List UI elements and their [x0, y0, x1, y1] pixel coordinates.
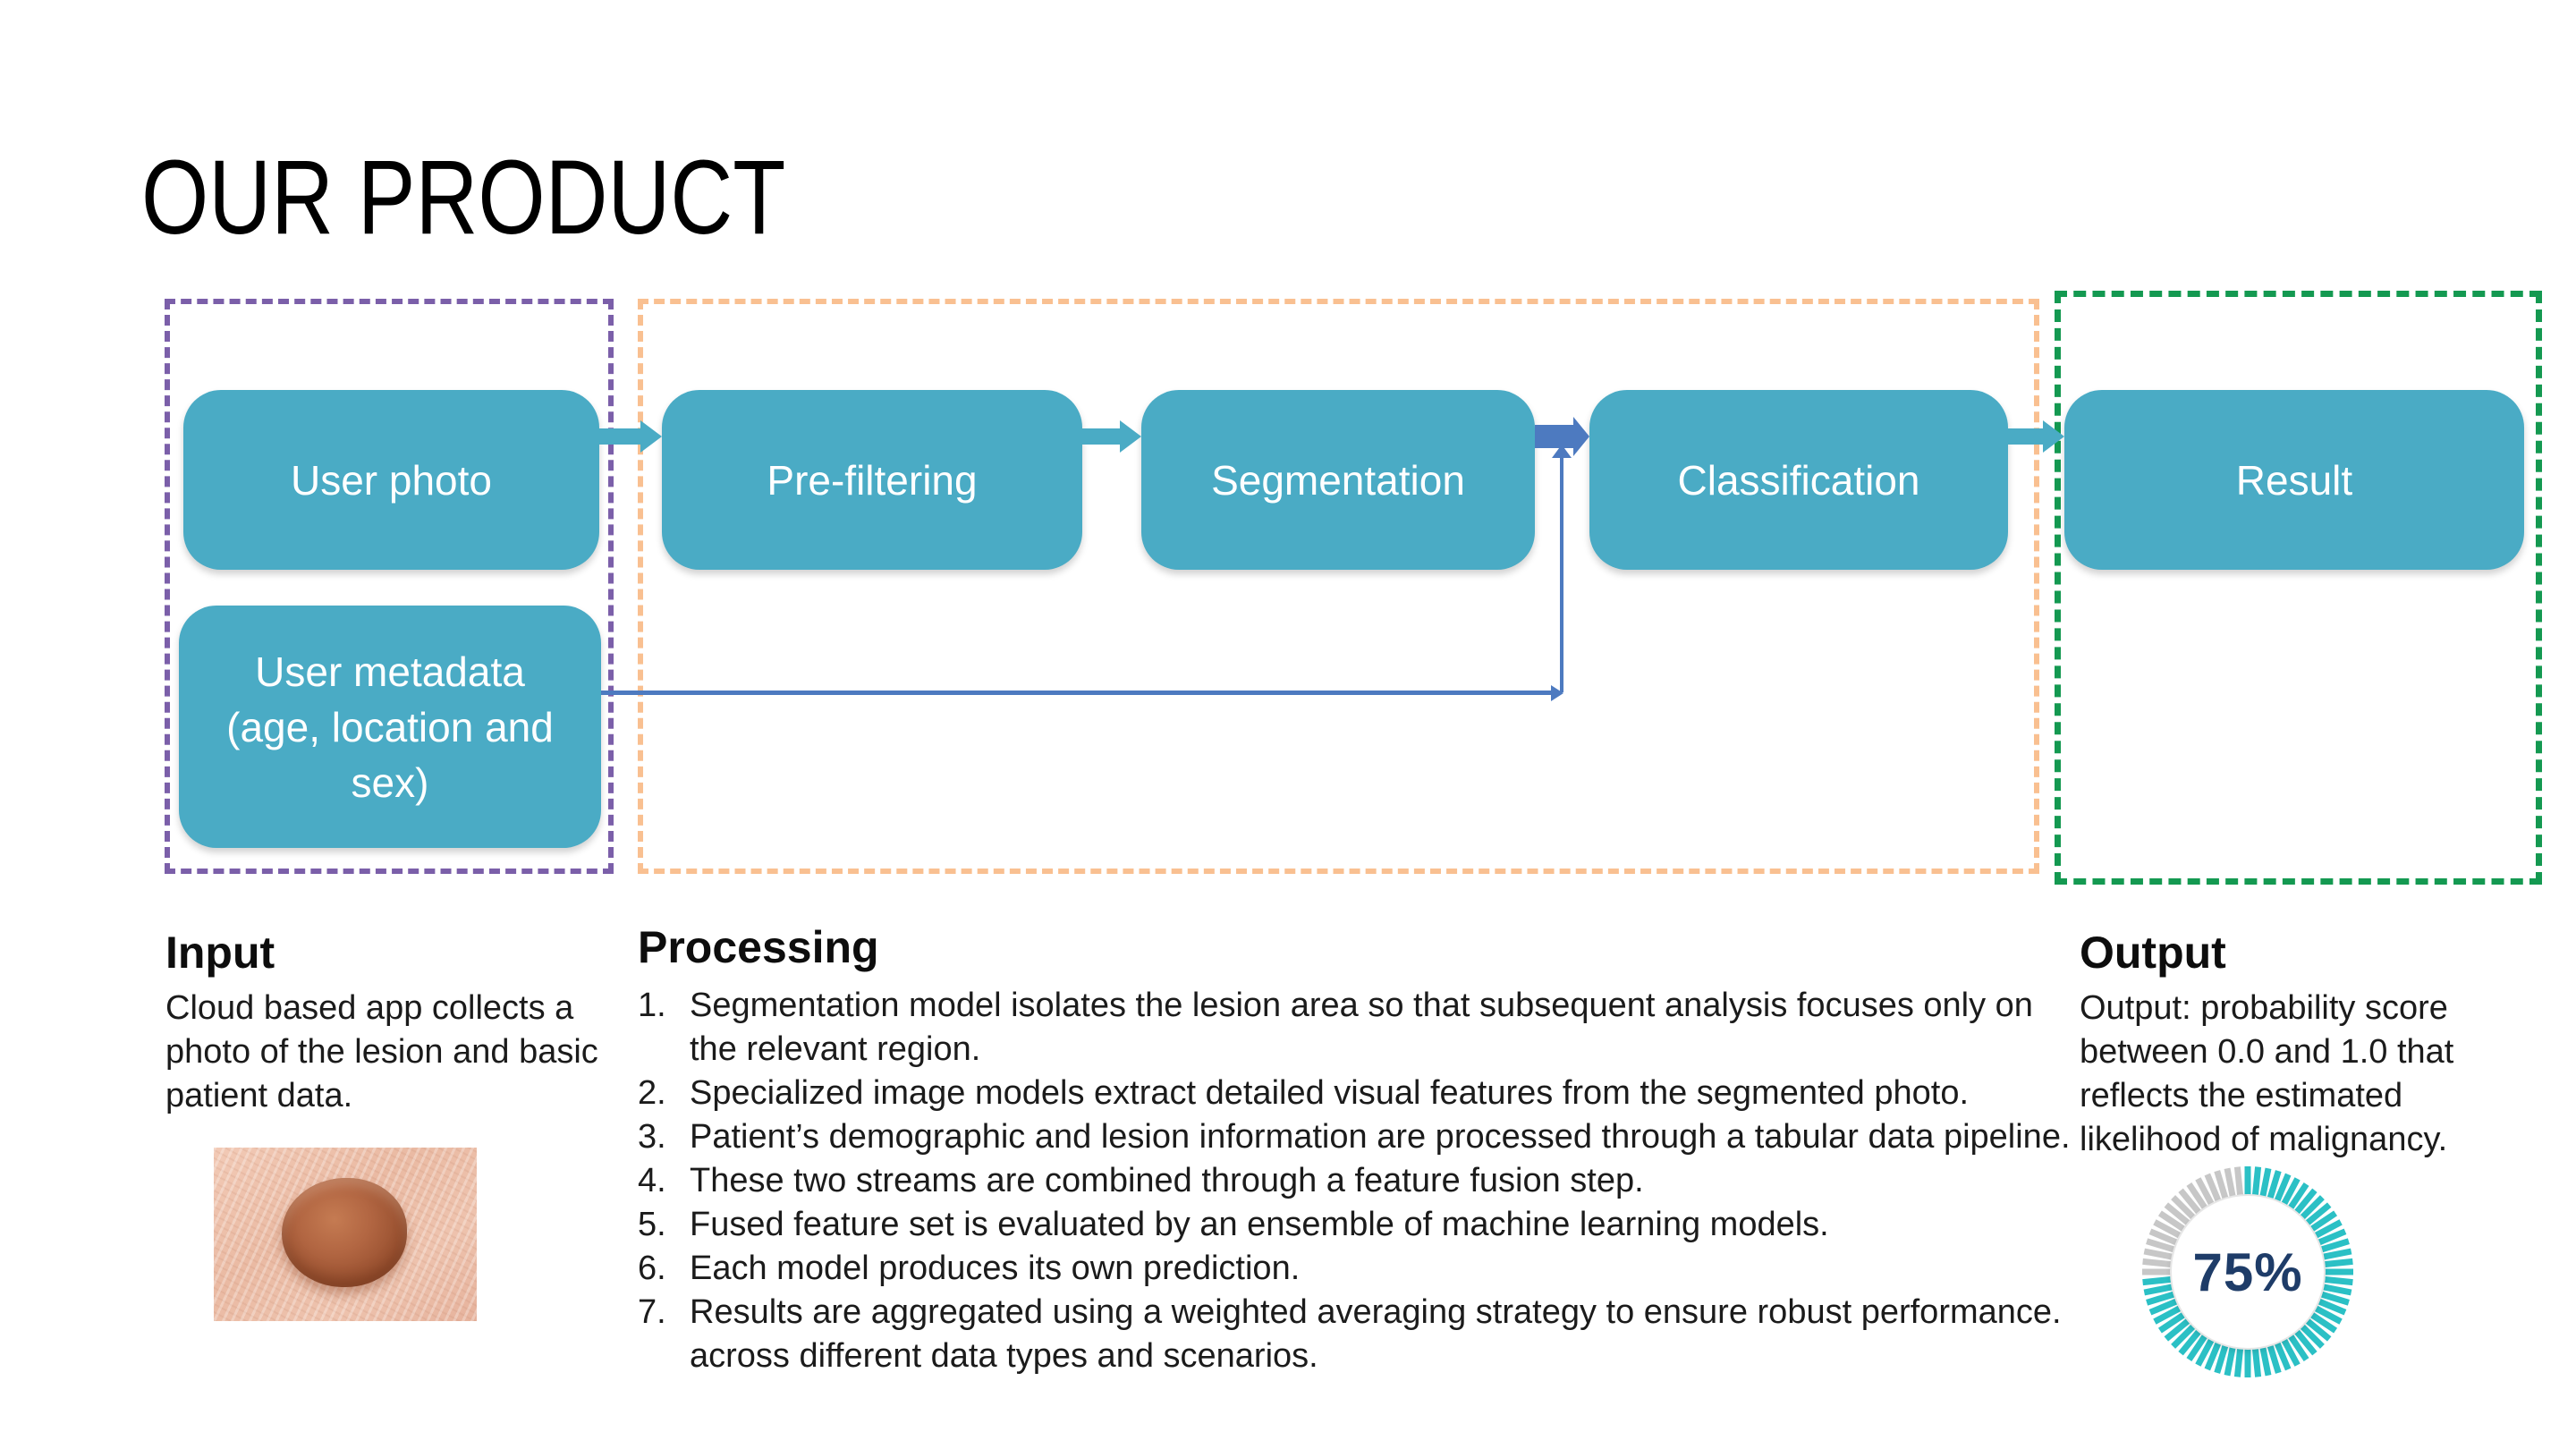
- list-item-number: 1.: [638, 987, 666, 1024]
- arrow-segmentation-to-classification: [1535, 425, 1573, 448]
- mole-image: [282, 1178, 407, 1287]
- input-heading: Input: [165, 928, 275, 978]
- list-item-number: 2.: [638, 1074, 666, 1112]
- arrowhead-icon: [2043, 420, 2064, 453]
- processing-group-outline: [638, 299, 2039, 874]
- list-item-number: 5.: [638, 1206, 666, 1243]
- arrowhead-icon: [1552, 445, 1572, 458]
- list-item-number: 6.: [638, 1250, 666, 1287]
- list-item: 3. Patient’s demographic and lesion info…: [638, 1115, 2158, 1159]
- gauge-inner-disc: [2170, 1194, 2326, 1350]
- list-item: 7. Results are aggregated using a weight…: [638, 1291, 2158, 1378]
- list-item: 1. Segmentation model isolates the lesio…: [638, 984, 2158, 1072]
- list-item: 6. Each model produces its own predictio…: [638, 1247, 2158, 1291]
- processing-steps-list: 1. Segmentation model isolates the lesio…: [638, 984, 2158, 1378]
- arrow-classification-to-result: [2008, 428, 2043, 445]
- arrow-userphoto-to-prefiltering: [599, 428, 640, 445]
- connector-metadata-horizontal: [601, 691, 1551, 695]
- flow-box-segmentation: Segmentation: [1141, 390, 1535, 570]
- list-item-text: Segmentation model isolates the lesion a…: [690, 987, 2033, 1068]
- list-item: 4. These two streams are combined throug…: [638, 1159, 2158, 1203]
- flow-box-result: Result: [2064, 390, 2524, 570]
- probability-gauge: 75%: [2138, 1162, 2358, 1382]
- connector-metadata-vertical: [1560, 458, 1563, 692]
- arrow-prefiltering-to-segmentation: [1082, 428, 1120, 445]
- list-item-number: 4.: [638, 1162, 666, 1199]
- gauge-percent-label: 75%: [2192, 1241, 2303, 1302]
- flow-box-classification: Classification: [1589, 390, 2008, 570]
- list-item-text: These two streams are combined through a…: [690, 1162, 1644, 1199]
- list-item-number: 7.: [638, 1293, 666, 1331]
- flow-box-user-metadata: User metadata (age, location and sex): [179, 606, 601, 848]
- arrowhead-icon: [640, 420, 662, 453]
- page-title: OUR PRODUCT: [141, 139, 786, 257]
- output-description: Output: probability score between 0.0 an…: [2080, 989, 2454, 1158]
- list-item-number: 3.: [638, 1118, 666, 1156]
- arrowhead-icon: [1120, 420, 1141, 453]
- list-item-text: Specialized image models extract detaile…: [690, 1074, 1970, 1112]
- list-item: 5. Fused feature set is evaluated by an …: [638, 1203, 2158, 1247]
- list-item: 2. Specialized image models extract deta…: [638, 1072, 2158, 1115]
- gauge-tick-ring: [2142, 1166, 2353, 1377]
- input-group-outline: [165, 299, 614, 874]
- list-item-text: Each model produces its own prediction.: [690, 1250, 1301, 1287]
- lesion-photo: [214, 1148, 477, 1321]
- list-item-text: Patient’s demographic and lesion informa…: [690, 1118, 2071, 1156]
- processing-heading: Processing: [638, 922, 879, 972]
- output-heading: Output: [2080, 928, 2226, 978]
- list-item-text: Results are aggregated using a weighted …: [690, 1293, 2062, 1375]
- flow-box-user-photo: User photo: [183, 390, 599, 570]
- list-item-text: Fused feature set is evaluated by an ens…: [690, 1206, 1829, 1243]
- arrowhead-icon: [1573, 417, 1589, 456]
- output-group-outline: [2055, 291, 2542, 885]
- flow-box-pre-filtering: Pre-filtering: [662, 390, 1082, 570]
- input-description: Cloud based app collects a photo of the …: [165, 989, 598, 1114]
